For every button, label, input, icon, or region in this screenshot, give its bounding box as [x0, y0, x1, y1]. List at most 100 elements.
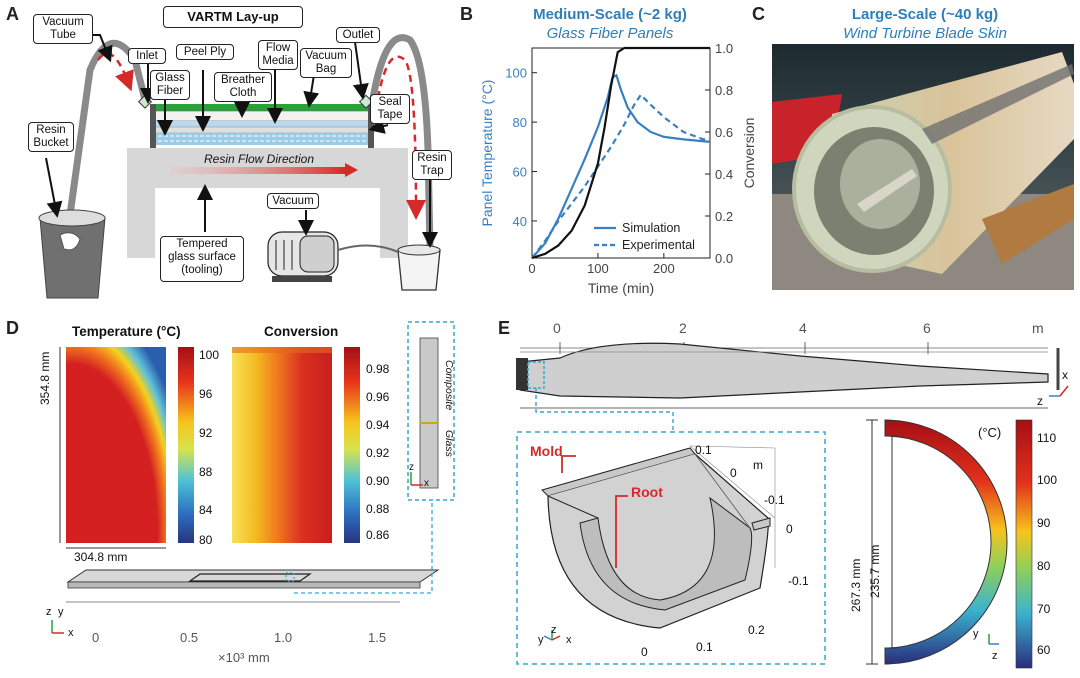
label-seal-tape: Seal Tape	[370, 94, 410, 124]
inset-tick: -0.1	[764, 493, 785, 507]
plate-tick: 0.5	[180, 630, 199, 645]
inset-tick: 0.1	[695, 443, 712, 457]
label-peel-ply: Peel Ply	[176, 44, 234, 60]
root-section-3d	[541, 445, 776, 629]
vacuum-pump-icon	[267, 231, 399, 282]
y-left-tick-label: 100	[505, 66, 527, 81]
panel-a-letter: A	[6, 4, 19, 24]
x-tick-label: 0	[528, 261, 535, 276]
inset-tick: 0.1	[696, 640, 713, 654]
y-left-tick-label: 80	[513, 115, 527, 130]
x-tick-label: 100	[587, 261, 609, 276]
glass-fiber-layer	[155, 133, 370, 145]
tooling-leg-right	[380, 148, 408, 258]
inset-unit: m	[753, 458, 763, 472]
y-right-tick-label: 0.4	[715, 167, 733, 182]
root-label: Root	[631, 484, 663, 500]
layer-inset-box	[407, 321, 455, 501]
inset-axis-z: z	[551, 624, 557, 636]
label-outlet: Outlet	[336, 27, 380, 43]
cross-section-colorbar	[1015, 419, 1033, 669]
conv-tick: 0.92	[366, 446, 390, 460]
label-tempered-glass: Tempered glass surface (tooling)	[160, 236, 244, 282]
plate-tick: 1.0	[274, 630, 293, 645]
temp-tick: 96	[199, 387, 213, 401]
height-dimension: 354.8 mm	[38, 352, 52, 405]
temperature-map	[66, 347, 166, 543]
label-glass-fiber: Glass Fiber	[150, 70, 190, 100]
inset-tick: 0	[730, 466, 737, 480]
legend-label: Experimental	[622, 238, 695, 252]
label-inlet: Inlet	[128, 48, 166, 64]
tooling-leg-left	[127, 148, 155, 258]
conv-tick: 0.90	[366, 474, 390, 488]
inner-diameter: 235.7 mm	[868, 544, 882, 598]
cbar-tick: 60	[1037, 643, 1051, 657]
seal-tape-left	[150, 104, 156, 148]
inset-composite-label: Composite	[443, 360, 455, 411]
inset-tick: 0.2	[748, 623, 765, 637]
temp-tick: 92	[199, 426, 213, 440]
temp-tick: 80	[199, 533, 213, 547]
blade-axis-x: x	[1062, 368, 1068, 382]
panel-a-title: VARTM Lay-up	[163, 6, 303, 28]
blade-tick: 6	[923, 320, 931, 336]
conversion-map-title: Conversion	[264, 324, 339, 339]
vartm-diagram	[38, 34, 441, 299]
axis-x: x	[68, 627, 74, 639]
resin-flow-arrowhead	[345, 163, 358, 177]
temp-tick: 88	[199, 465, 213, 479]
height-dimension-text: 354.8 mm	[38, 351, 52, 405]
resin-flow-bar	[170, 167, 345, 174]
conv-tick: 0.94	[366, 418, 390, 432]
conv-tick: 0.98	[366, 362, 390, 376]
cbar-tick: 100	[1037, 473, 1058, 487]
plate-tick: 1.5	[368, 630, 387, 645]
inset-axis-x: x	[566, 634, 572, 646]
panel-e-graphics	[516, 342, 1069, 669]
panel-c-subtitle: Wind Turbine Blade Skin	[843, 25, 1007, 42]
blade-tick: 2	[679, 320, 687, 336]
blade-length-unit: m	[1032, 320, 1044, 336]
cross-section-unit: (°C)	[978, 425, 1002, 440]
cross-axis-z: z	[992, 650, 998, 662]
breather-layer	[154, 110, 371, 122]
width-dimension: 304.8 mm	[74, 550, 128, 564]
temperature-colorbar	[178, 347, 194, 543]
label-flow-media: Flow Media	[258, 40, 298, 70]
inset-tick: 0	[641, 645, 648, 659]
label-vacuum-tube: Vacuum Tube	[33, 14, 93, 44]
conv-tick: 0.88	[366, 502, 390, 516]
cross-axis-y: y	[973, 628, 979, 640]
y-left-tick-label: 60	[513, 165, 527, 180]
blade-tick: 4	[799, 320, 807, 336]
label-resin-trap: Resin Trap	[412, 150, 452, 180]
y-right-tick-label: 0.0	[715, 251, 733, 266]
inset-glass-label: Glass	[443, 430, 455, 457]
cbar-tick: 110	[1037, 431, 1057, 445]
blade-tick: 0	[553, 320, 561, 336]
peel-ply-layer	[154, 126, 371, 134]
mold-label: Mold	[530, 443, 563, 459]
label-vacuum-bag: Vacuum Bag	[300, 48, 352, 78]
inset-axis-y: y	[538, 634, 544, 646]
panel-c-letter: C	[752, 4, 765, 24]
inset-axis-z: z	[409, 462, 414, 473]
panel-c-title: Large-Scale (~40 kg)	[851, 6, 999, 23]
label-breather-cloth: Breather Cloth	[214, 72, 272, 102]
plate-tick: 0	[92, 630, 100, 645]
temp-tick: 84	[199, 503, 213, 517]
blade-photo	[772, 44, 1074, 290]
plate-3d	[66, 569, 440, 583]
conversion-map	[232, 347, 332, 543]
temp-tick: 100	[199, 348, 220, 362]
panel-b-letter: B	[460, 4, 473, 24]
axis-y: y	[58, 606, 64, 618]
root-inset-box	[516, 431, 826, 665]
conv-tick: 0.96	[366, 390, 390, 404]
legend-label: Simulation	[622, 221, 680, 235]
panel-d-letter: D	[6, 318, 19, 338]
series-line	[531, 46, 710, 260]
inset-axis-x: x	[424, 478, 429, 489]
